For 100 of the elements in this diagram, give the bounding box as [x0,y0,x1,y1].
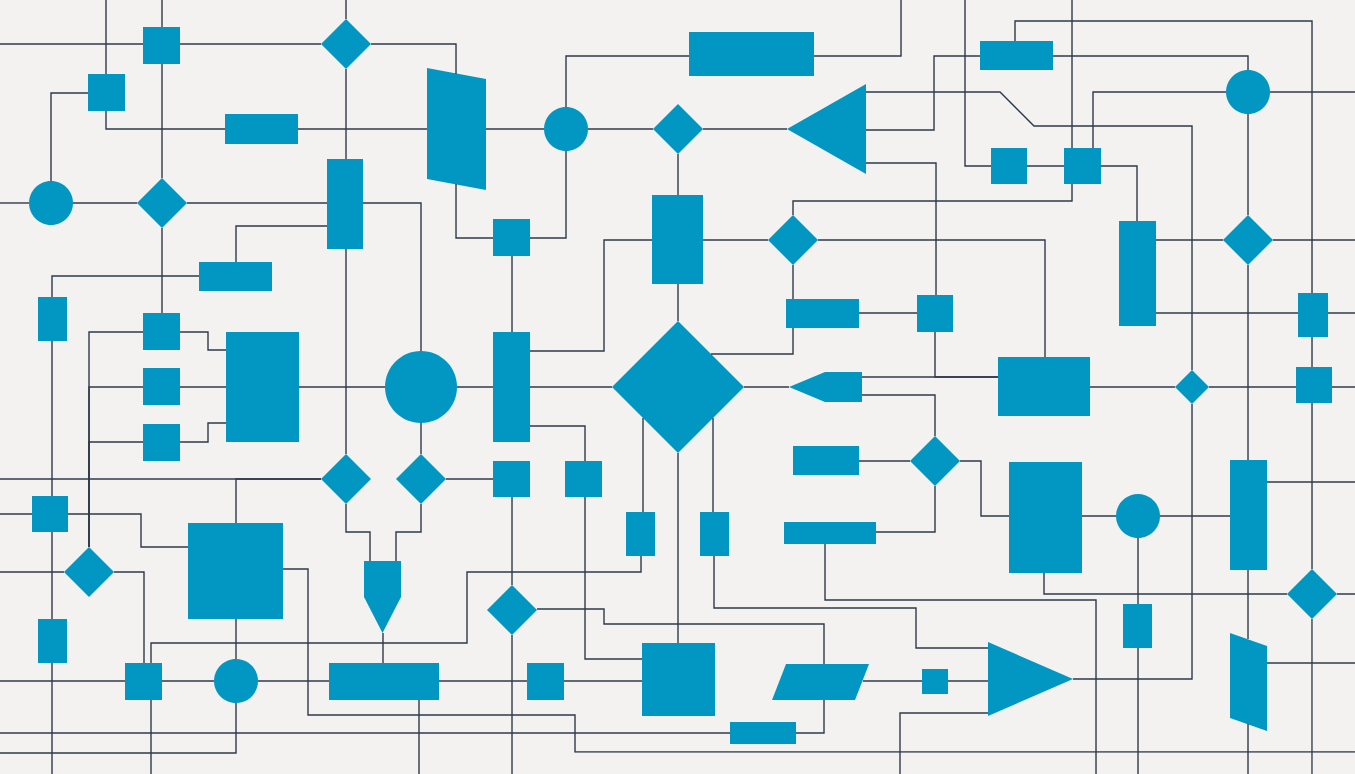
connector-line [1247,569,1249,640]
connector-line [1311,336,1313,368]
connector-line [179,386,227,388]
rectangle-shape [793,446,859,475]
connector-line [0,702,237,754]
connector-line [529,425,586,462]
connector-line [710,327,794,355]
connector-line [792,264,794,300]
connector-line [1247,113,1249,216]
connector-line [456,386,494,388]
connector-line [345,68,347,160]
connector-line [105,0,107,75]
connector-line [362,202,422,352]
square-shape [1064,148,1101,184]
connector-line [1159,515,1231,517]
connector-line [865,91,1193,371]
circle-shape [1116,494,1160,538]
connector-line [0,732,731,734]
connector-line [0,513,33,515]
rectangle-shape [225,114,298,144]
connector-line [1155,312,1299,314]
connector-line [1327,312,1355,314]
connector-line [445,478,494,480]
connector-line [712,417,714,513]
connector-line [1266,481,1355,483]
connector-line [382,632,384,664]
connector-line [150,555,642,664]
connector-line [51,531,53,620]
rectangle-shape [226,332,299,442]
diamond-shape [612,321,744,453]
connector-line [702,128,788,130]
connector-line [1052,55,1249,71]
diamond-shape [396,454,446,504]
connector-line [861,394,936,437]
diamond-shape [1175,370,1209,404]
rectangle-shape [38,297,67,341]
square-shape [493,219,530,256]
connector-line [0,571,65,573]
connector-line [51,275,200,298]
rectangle-shape [1298,293,1328,337]
square-shape [188,523,283,619]
rectangle-shape [980,41,1053,70]
rectangle-shape [1119,221,1156,326]
rectangle-shape [689,32,814,76]
rectangle-shape [786,299,859,328]
connector-line [1311,402,1313,570]
connector-line [536,608,825,665]
connector-line [1072,403,1193,680]
connector-line [858,312,918,314]
rectangle-shape [700,512,729,556]
connector-line [161,63,163,179]
connector-line [511,496,513,586]
connector-line [297,128,428,130]
rectangle-shape [998,357,1090,416]
connector-line [418,699,420,774]
connector-line [964,0,992,167]
square-shape [1296,367,1332,403]
rectangle-shape [1123,604,1152,648]
rectangle-shape [329,663,439,700]
square-shape [125,663,162,700]
connector-line [1026,165,1065,167]
connector-line [934,331,999,378]
diamond-shape [910,436,960,486]
connector-line [1100,165,1138,222]
square-shape [143,313,180,350]
connector-line [1247,723,1249,774]
connector-line [345,503,371,562]
connector-line [713,555,989,649]
rectangle-shape [652,195,703,284]
connector-line [395,503,422,562]
square-shape [32,496,68,532]
diamond-shape [768,215,818,265]
connector-line [179,43,322,45]
connector-line [51,340,53,497]
connector-line [813,0,902,57]
diamond-shape [321,454,371,504]
connector-line [1311,618,1313,774]
connector-line [565,55,690,108]
connector-line [1336,593,1355,595]
connector-line [1089,386,1176,388]
connector-line [345,248,347,455]
connector-line [438,680,528,682]
parallelogram-shape [427,68,486,190]
connector-line [1071,0,1073,149]
connector-line [485,128,545,130]
diamond-shape [653,104,703,154]
pentagon-shape [789,372,862,402]
connector-line [858,460,911,462]
connector-line [150,699,152,774]
connector-line [642,417,644,513]
connector-line [511,255,513,333]
connector-line [865,55,981,131]
diamond-shape [64,547,114,597]
square-shape [642,643,715,716]
connector-line [1043,572,1288,595]
connector-line [529,150,567,239]
connector-line [1092,91,1227,149]
connector-line [587,128,654,130]
square-shape [88,74,125,111]
connector-line [282,568,1355,753]
